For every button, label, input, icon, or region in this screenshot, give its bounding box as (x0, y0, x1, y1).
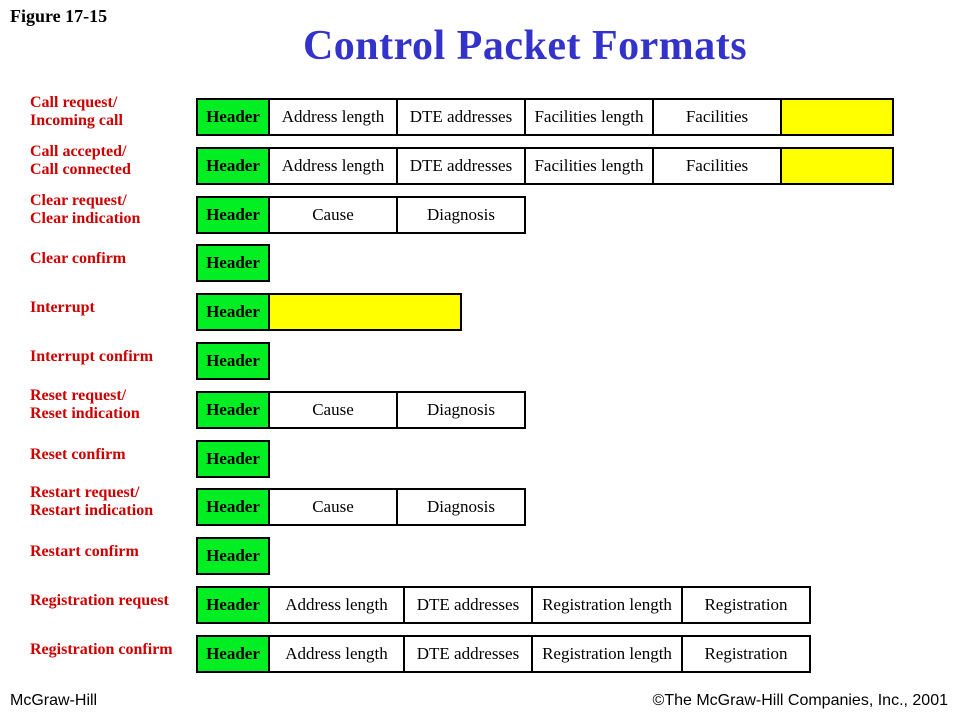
field-data (268, 293, 462, 332)
field-header: Header (196, 537, 270, 576)
field-cause: Cause (268, 195, 398, 234)
packet-label: Interrupt confirm (30, 348, 154, 365)
field-registration-length: Registration length (531, 634, 683, 673)
field-dte-addresses: DTE addresses (403, 586, 533, 624)
packet-label: Registration request (30, 592, 169, 609)
field-address-length: Address length (268, 586, 405, 624)
field-header: Header (196, 244, 270, 283)
field-header: Header (196, 488, 270, 527)
packet-fields: Header (196, 293, 462, 332)
field-header: Header (196, 293, 270, 332)
packet-row-restart-request: Restart request/ Restart indication Heade… (0, 484, 960, 527)
field-facilities: Facilities (652, 146, 782, 185)
field-header: Header (196, 390, 270, 429)
field-facilities-length: Facilities length (524, 146, 654, 185)
packet-label: Registration confirm (30, 640, 173, 658)
field-header: Header (196, 195, 270, 234)
packet-fields: Header (196, 244, 270, 283)
packet-label: Restart confirm (30, 543, 139, 561)
packet-label: Reset request/ Reset indication (30, 386, 140, 422)
field-cause: Cause (268, 390, 398, 429)
packet-label: Call request/ Incoming call (30, 94, 123, 129)
field-cause: Cause (268, 488, 398, 527)
field-data (780, 98, 894, 136)
field-header: Header (196, 634, 270, 673)
packet-row-reset-confirm: Reset confirm Header (0, 439, 960, 478)
field-address-length: Address length (268, 146, 398, 185)
packet-fields: Header (196, 342, 270, 380)
field-dte-addresses: DTE addresses (403, 634, 533, 673)
field-registration-length: Registration length (531, 586, 683, 624)
field-diagnosis: Diagnosis (396, 195, 526, 234)
figure-label: Figure 17-15 (10, 6, 108, 26)
field-dte-addresses: DTE addresses (396, 98, 526, 136)
packet-row-interrupt: Interrupt Header (0, 293, 960, 332)
field-address-length: Address length (268, 98, 398, 136)
packet-label: Reset confirm (30, 445, 126, 463)
field-diagnosis: Diagnosis (396, 390, 526, 429)
field-header: Header (196, 98, 270, 136)
packet-label: Clear confirm (30, 250, 127, 268)
field-dte-addresses: DTE addresses (396, 146, 526, 185)
packet-row-clear-confirm: Clear confirm Header (0, 244, 960, 283)
field-header: Header (196, 146, 270, 185)
field-data (780, 146, 894, 185)
packet-label: Call accepted/ Call connected (30, 142, 131, 178)
field-header: Header (196, 342, 270, 380)
packet-label: Interrupt (30, 299, 95, 317)
footer-copyright: ©The McGraw-Hill Companies, Inc., 2001 (652, 692, 948, 709)
packet-fields: Header (196, 537, 270, 576)
footer-publisher: McGraw-Hill (10, 692, 98, 709)
packet-fields: Header (196, 439, 270, 478)
page-title: Control Packet Formats (302, 23, 748, 69)
packet-label: Clear request/ Clear indication (30, 191, 141, 227)
field-header: Header (196, 439, 270, 478)
field-facilities: Facilities (652, 98, 782, 136)
field-facilities-length: Facilities length (524, 98, 654, 136)
packet-label: Restart request/ Restart indication (30, 484, 154, 520)
field-registration: Registration (681, 586, 811, 624)
field-address-length: Address length (268, 634, 405, 673)
packet-row-restart-confirm: Restart confirm Header (0, 537, 960, 576)
field-diagnosis: Diagnosis (396, 488, 526, 527)
field-registration: Registration (681, 634, 811, 673)
packet-row-interrupt-confirm: Interrupt confirm Header (0, 342, 960, 380)
field-header: Header (196, 586, 270, 624)
